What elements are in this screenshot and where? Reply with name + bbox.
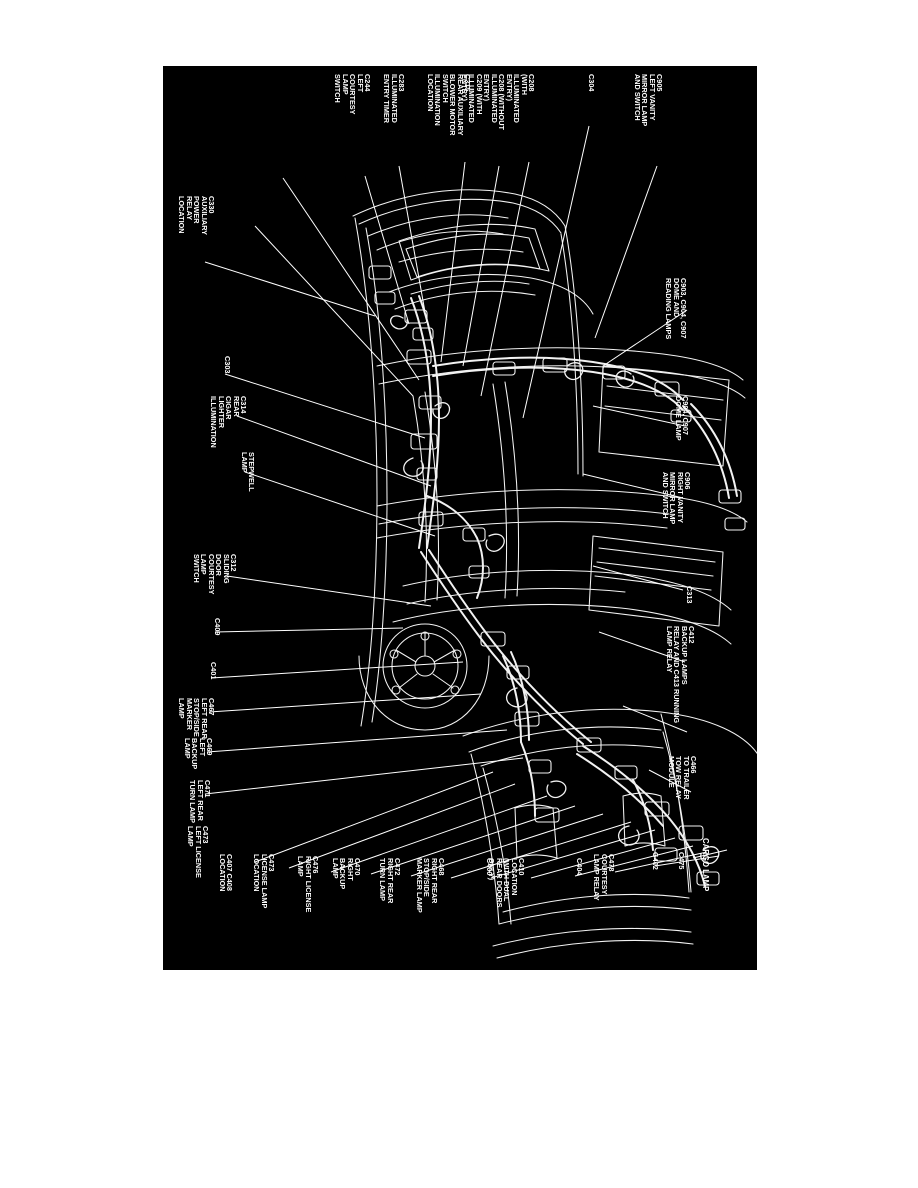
callout-leader-lines [204, 125, 728, 879]
callout-c409: C409 [213, 618, 222, 636]
vehicle-line-art [352, 189, 757, 959]
callout-c208: C208 (WITH ILLUMINATED ENTRY) [504, 74, 536, 123]
callout-c313: C313 [685, 586, 694, 604]
callout-c478: C478 COURTESY LAMP RELAY [592, 854, 616, 901]
callout-c404: C404 [575, 858, 584, 876]
callout-c904: C904, C907 DOME LAMP [673, 396, 690, 441]
callout-c476: C476 RIGHT LICENSE LAMP [296, 856, 320, 913]
callout-c467: C467 LEFT REAR STOP/SIDE MARKER LAMP [177, 698, 216, 739]
callout-c470: C470 RIGHT BACKUP LAMP [330, 858, 362, 890]
callout-c315: C315 REAR AUXILIARY BLOWER MOTOR SWITCH … [425, 74, 472, 136]
diagram-panel: C905 LEFT VANITY MIRROR LAMP AND SWITCH … [163, 66, 757, 970]
callout-c906: C906 RIGHT VANITY MIRROR LAMP AND SWITCH [660, 472, 692, 525]
callout-stepwell-lamp: STEPWELL LAMP [239, 452, 256, 492]
callout-c469: C469 LEFT BACKUP LAMP [182, 738, 214, 770]
callout-c412: C412 BACKUP LAMPS RELAY AND C413 RUNNING… [664, 626, 696, 724]
callout-c471: C471 LEFT REAR TURN LAMP [188, 780, 212, 823]
callout-c314: C314 REAR CIGAR LIGHTER ILLUMINATION [209, 396, 248, 448]
callout-c330: C330 AUXILIARY POWER RELAY LOCATION [177, 196, 216, 236]
callout-c410: C410 LOCATION (WITH DUAL REAR DOORS ONLY… [487, 858, 526, 908]
callout-c312: C312 SLIDING DOOR COURTESY LAMP SWITCH [191, 554, 238, 595]
callout-c472: C472 RIGHT REAR TURN LAMP [378, 858, 402, 904]
callout-c903: C903, C904, C907 DOME AND READING LAMPS [664, 278, 688, 340]
callout-c473: C473 LEFT LICENSE LAMP [186, 826, 210, 878]
callout-c283: C283 ILLUMINATED ENTRY TIMER [382, 74, 406, 124]
callout-c401: C401 [209, 662, 218, 680]
callout-c303: C303 [223, 356, 232, 374]
callout-cargo-lamp: CARGO LAMP [701, 838, 710, 892]
callout-c466: C466 TO TRAILER TOW RELAY MODULE [666, 756, 698, 800]
callout-c244: C244 LEFT COURTESY LAMP SWITCH [333, 74, 372, 115]
callout-c468: C468 RIGHT REAR STOP/SIDE MARKER LAMP [414, 858, 446, 913]
callout-c407-c408: C407 C408 LOCATION [217, 854, 234, 892]
callout-c473-location: C473 LICENSE LAMP LOCATION [252, 854, 276, 909]
callout-c905: C905 LEFT VANITY MIRROR LAMP AND SWITCH [632, 74, 664, 127]
callout-c304: C304 [587, 74, 596, 92]
callout-g402: G402 [651, 852, 660, 870]
callout-c475: C475 [677, 852, 686, 870]
